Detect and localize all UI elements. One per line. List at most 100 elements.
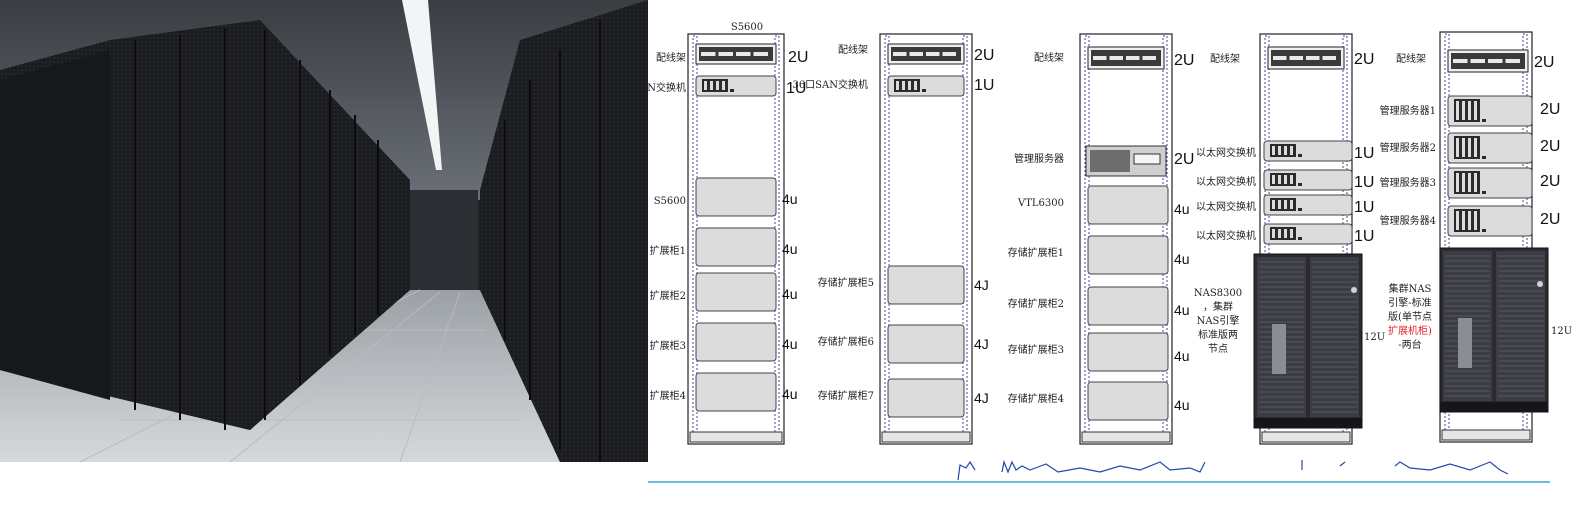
port <box>704 81 707 90</box>
port <box>1468 101 1471 120</box>
rack-5-cabinet-label-line: 集群NAS <box>1389 282 1432 295</box>
port-row <box>718 52 733 56</box>
rack-3-label-server: 管理服务器 <box>1014 152 1064 165</box>
rack-4-size-switch-2: 1U <box>1354 174 1374 191</box>
port <box>1456 173 1459 192</box>
port <box>1462 173 1465 192</box>
rack-4-label-switch-3: 以太网交换机 <box>1196 200 1256 213</box>
port-row <box>926 52 940 56</box>
rack-5-label-server-3: 管理服务器3 <box>1380 176 1436 189</box>
cabinet-panel <box>1458 318 1472 368</box>
rack-1 <box>687 33 785 445</box>
device-port-block <box>1270 227 1296 240</box>
rack-1-size-5: 4u <box>782 336 798 352</box>
device-led <box>922 89 926 92</box>
rack-5 <box>1439 31 1549 443</box>
rack-1-size-6: 4u <box>782 386 798 402</box>
rack-base <box>1441 429 1531 441</box>
port-row <box>1093 56 1107 60</box>
device-unit <box>887 324 965 364</box>
rack-1-size-4: 4u <box>782 286 798 302</box>
port <box>1462 101 1465 120</box>
port <box>1284 175 1287 184</box>
rack-2-size-3: 4J <box>974 336 989 352</box>
port <box>1456 101 1459 120</box>
port <box>1284 229 1287 238</box>
rack-2-label-patch: 配线架 <box>838 43 868 56</box>
rack-2-label-3: 存储扩展柜6 <box>818 335 874 348</box>
port-row <box>1505 59 1520 63</box>
rack-1-label-switch: AN交换机 <box>648 81 686 94</box>
device-port-block <box>1270 198 1296 211</box>
rack-4-size-switch-1: 1U <box>1354 145 1374 162</box>
device-led <box>730 89 734 92</box>
port-row <box>1126 56 1140 60</box>
rack-2-label-2: 存储扩展柜5 <box>818 276 874 289</box>
rack-1-label-6: 扩展柜4 <box>650 389 686 402</box>
port-row <box>893 52 907 56</box>
rack-base <box>1081 431 1171 443</box>
device-unit <box>1087 235 1169 275</box>
port <box>716 81 719 90</box>
port <box>1278 146 1281 155</box>
port <box>1474 138 1477 157</box>
rack-4-cabinet-label-line: ，集群 <box>1203 300 1233 313</box>
rack-3-label-6: 存储扩展柜4 <box>1008 392 1064 405</box>
port-row <box>1109 56 1123 60</box>
device-led <box>1298 237 1302 240</box>
port-row <box>1488 59 1503 63</box>
rack-3-size-server: 2U <box>1174 151 1194 168</box>
rack-3-size-3: 4u <box>1174 251 1190 267</box>
port <box>722 81 725 90</box>
rack-1-label-2: S5600 <box>654 196 686 207</box>
rack-base <box>1261 431 1351 443</box>
device-unit <box>1087 185 1169 225</box>
port <box>710 81 713 90</box>
rack-1-label-5: 扩展柜3 <box>650 339 686 352</box>
port-row <box>753 52 768 56</box>
rack-3-label-4: 存储扩展柜2 <box>1008 297 1064 310</box>
device-port-block <box>1454 209 1480 232</box>
rack-1-size-patch: 2U <box>788 49 808 66</box>
port <box>902 81 905 90</box>
port <box>1290 146 1293 155</box>
device-unit <box>695 322 777 362</box>
rack-5-label-server-1: 管理服务器1 <box>1380 104 1436 117</box>
rack-3-label-patch: 配线架 <box>1034 51 1064 64</box>
rack-1-size-3: 4u <box>782 241 798 257</box>
device-led <box>1482 191 1486 194</box>
rack-1-label-4: 扩展柜2 <box>650 289 686 302</box>
device-port-block <box>1454 99 1480 122</box>
port-row <box>1306 56 1320 60</box>
rack-4 <box>1253 33 1363 445</box>
rack-3-size-5: 4u <box>1174 348 1190 364</box>
rack-1-size-2: 4u <box>782 191 798 207</box>
port <box>1278 175 1281 184</box>
port <box>1462 211 1465 230</box>
port <box>1284 146 1287 155</box>
rack-frame <box>879 33 973 445</box>
rack-2-size-2: 4J <box>974 277 989 293</box>
rack-base <box>881 431 971 443</box>
rack-3-size-patch: 2U <box>1174 52 1194 69</box>
device-led <box>1298 208 1302 211</box>
rack-3-label-5: 存储扩展柜3 <box>1008 343 1064 356</box>
rack-2-label-switch: 36口SAN交换机 <box>792 78 868 91</box>
rack-3 <box>1079 33 1173 445</box>
rack-5-size-server-1: 2U <box>1540 101 1560 118</box>
cabinet-panel <box>1272 324 1286 374</box>
port <box>1462 138 1465 157</box>
device-port-block <box>1270 144 1296 157</box>
rack-5-size-patch: 2U <box>1534 54 1554 71</box>
port-row <box>1322 56 1336 60</box>
rack-5-size-server-2: 2U <box>1540 138 1560 155</box>
server-room-photo <box>0 0 648 462</box>
rack-4-cabinet-label-line: NAS引擎 <box>1197 314 1240 327</box>
rack-5-cabinet-size: 12U <box>1551 326 1572 337</box>
device-led <box>1482 119 1486 122</box>
device-port-block <box>1454 171 1480 194</box>
device-unit <box>695 177 777 217</box>
rack-4-size-switch-4: 1U <box>1354 228 1374 245</box>
rack-2-size-switch: 1U <box>974 77 994 94</box>
rack-4-cabinet-size: 12U <box>1364 332 1385 343</box>
